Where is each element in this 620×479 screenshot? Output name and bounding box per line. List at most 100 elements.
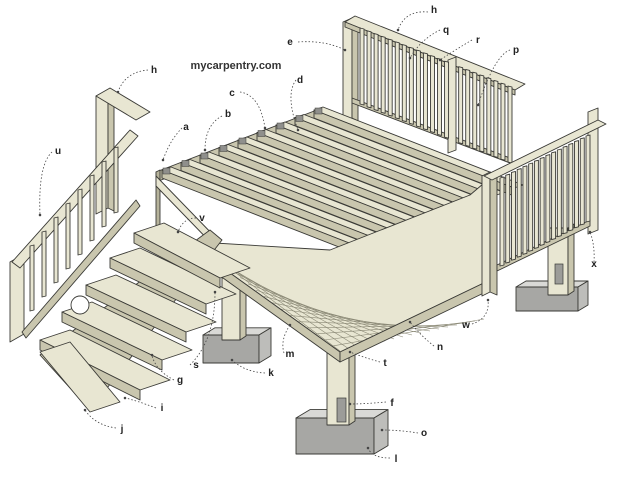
back-railing — [342, 15, 599, 235]
stair-baluster — [89, 174, 95, 242]
right-baluster — [562, 145, 568, 235]
label-e: e — [287, 37, 293, 48]
joist-hanger — [276, 122, 285, 130]
label-j: j — [120, 424, 124, 435]
label-o: o — [421, 428, 427, 439]
leader-line-q — [408, 29, 441, 60]
back-post-left-side — [351, 17, 359, 122]
back-baluster — [430, 55, 435, 134]
back-baluster — [387, 38, 393, 117]
stair-baluster — [29, 244, 35, 312]
right-baluster — [568, 142, 574, 232]
label-p: p — [513, 45, 519, 56]
stair-post-cap — [95, 87, 151, 121]
joist-hanger — [314, 107, 323, 115]
leader-line-w — [471, 298, 490, 325]
back-baluster — [437, 57, 442, 136]
leader-line-b — [203, 115, 223, 152]
back-baluster — [465, 68, 471, 147]
label-q: q — [443, 25, 449, 36]
back-baluster — [380, 35, 386, 114]
right-baluster — [574, 140, 579, 229]
label-m: m — [286, 349, 295, 360]
stair-riser — [61, 311, 163, 371]
site-name: mycarpentry.com — [191, 60, 282, 72]
leader-line-h — [396, 11, 429, 32]
stair-baluster — [53, 216, 59, 284]
right-baluster — [539, 156, 545, 246]
leader-line-o — [380, 428, 419, 434]
right-baluster — [545, 154, 551, 243]
leader-line-v — [176, 217, 197, 234]
label-h: h — [431, 5, 437, 16]
stair-riser — [85, 284, 187, 343]
right-post-front — [481, 171, 491, 297]
leader-line-d — [290, 79, 300, 132]
label-g: g — [177, 375, 183, 386]
stair-post-bottom — [9, 253, 25, 343]
leader-line-c — [239, 91, 267, 130]
back-post-mid — [447, 56, 457, 154]
back-baluster — [394, 41, 400, 120]
stair-riser — [109, 257, 207, 315]
label-i: i — [161, 403, 164, 414]
stair-baluster — [65, 202, 71, 270]
leader-line-k — [230, 358, 266, 374]
leader-line-e — [297, 41, 347, 52]
back-baluster — [458, 66, 464, 145]
stairs — [9, 87, 251, 413]
deck-framing — [155, 106, 524, 257]
back-baluster — [408, 46, 414, 125]
back-baluster — [401, 44, 407, 123]
back-baluster — [444, 60, 450, 139]
stair-baluster — [113, 146, 119, 214]
leader-line-u — [38, 151, 53, 217]
leader-line-a — [161, 127, 183, 162]
stair-landing — [39, 341, 121, 413]
right-baluster — [511, 170, 516, 261]
post-bracket-front — [336, 397, 347, 423]
back-top-cap — [344, 15, 526, 91]
leader-line-g — [150, 353, 175, 381]
joist-hanger — [219, 145, 228, 152]
label-c: c — [229, 88, 235, 99]
back-baluster — [422, 52, 428, 131]
leader-line-l — [366, 446, 391, 459]
right-baluster — [516, 168, 522, 258]
leader-line-h — [116, 69, 149, 94]
right-baluster — [551, 151, 557, 241]
leader-line-r — [438, 39, 473, 62]
back-baluster — [500, 82, 506, 161]
back-baluster — [493, 80, 499, 158]
stair-riser — [133, 232, 221, 289]
back-baluster — [359, 27, 365, 106]
back-baluster — [507, 85, 513, 164]
post-bracket-right — [554, 263, 564, 285]
right-baluster — [505, 173, 511, 264]
right-baluster — [585, 134, 591, 223]
label-n: n — [437, 342, 443, 353]
label-x: x — [591, 259, 597, 270]
back-baluster — [486, 77, 492, 156]
label-t: t — [383, 358, 387, 369]
right-post-front-side — [489, 171, 498, 296]
back-baluster — [415, 49, 421, 128]
label-d: d — [297, 75, 303, 86]
back-baluster — [373, 33, 379, 111]
label-a: a — [183, 122, 189, 133]
label-w: w — [461, 320, 470, 331]
right-baluster — [556, 148, 562, 238]
leader-line-i — [123, 396, 157, 409]
label-f: f — [390, 398, 394, 409]
right-top-cap — [483, 119, 607, 181]
leader-line-j — [83, 408, 117, 429]
back-baluster — [479, 74, 485, 153]
right-baluster — [499, 176, 505, 267]
stair-baluster — [41, 230, 47, 298]
joist-hanger — [181, 160, 190, 167]
stair-baluster — [77, 188, 83, 256]
label-l: l — [395, 454, 398, 465]
footing-front-side — [373, 409, 389, 455]
